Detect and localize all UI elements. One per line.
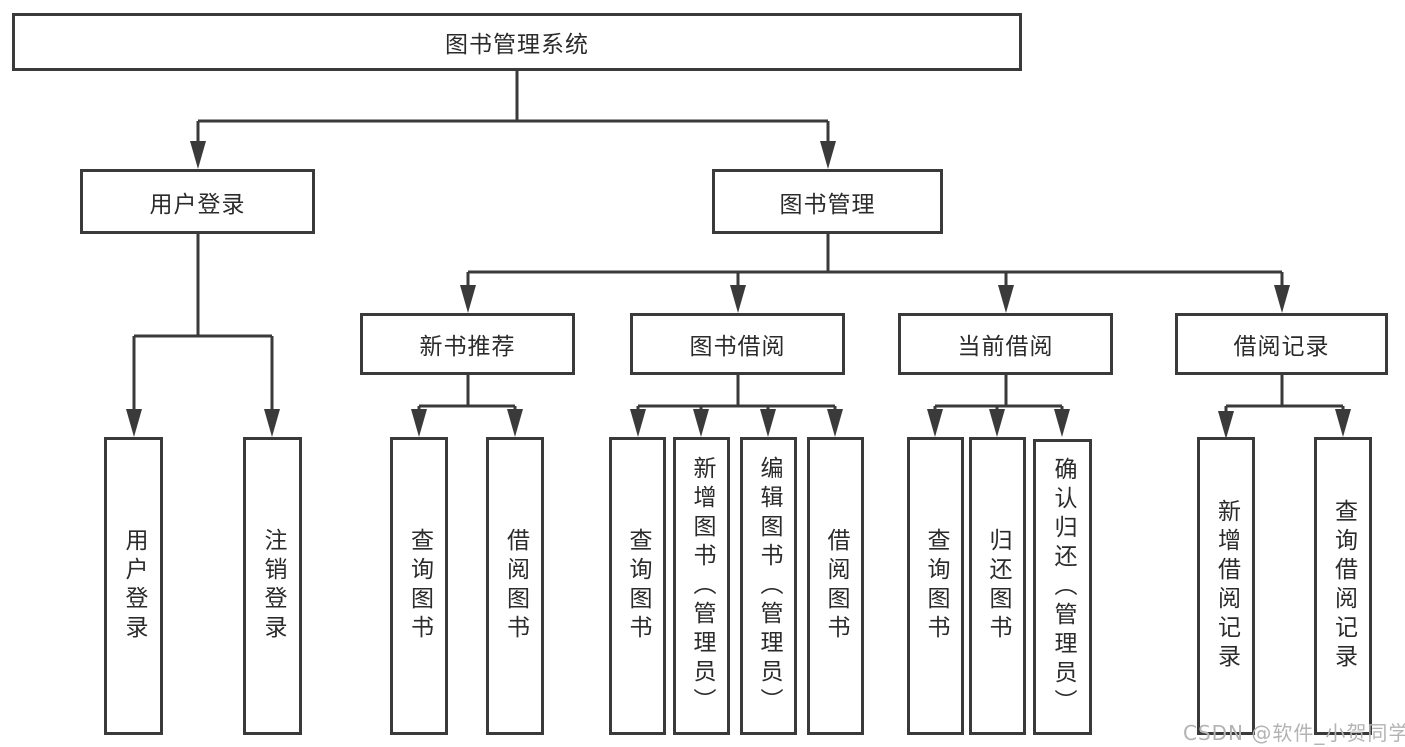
node-user-login: 用户登录 (80, 169, 315, 234)
watermark: CSDN @软件_小贺同学 (1183, 721, 1405, 745)
leaf-borrowing-borrow-book-label: 借阅图书 (823, 528, 849, 644)
node-current-borrowing-label: 当前借阅 (957, 334, 1054, 360)
leaf-return-book-label: 归还图书 (985, 528, 1011, 644)
leaf-recommend-query-books: 查询图书 (390, 437, 448, 735)
leaf-edit-book-admin-label: 编辑图书（管理员） (756, 455, 782, 717)
node-new-book-recommend: 新书推荐 (360, 313, 575, 375)
leaf-recommend-borrow-book: 借阅图书 (486, 437, 544, 735)
node-book-management-label: 图书管理 (779, 191, 876, 218)
leaf-add-borrow-record-label: 新增借阅记录 (1213, 499, 1240, 673)
leaf-confirm-return-admin: 确认归还（管理员） (1033, 439, 1092, 735)
node-library-system: 图书管理系统 (12, 13, 1022, 71)
node-book-borrowing: 图书借阅 (630, 313, 845, 375)
leaf-recommend-borrow-book-label: 借阅图书 (502, 528, 529, 644)
leaf-confirm-return-admin-label: 确认归还（管理员） (1050, 456, 1076, 718)
leaf-borrowing-query-books: 查询图书 (609, 437, 666, 735)
leaf-query-borrow-record: 查询借阅记录 (1314, 437, 1372, 735)
leaf-user-login: 用户登录 (104, 437, 163, 735)
node-book-borrowing-label: 图书借阅 (689, 334, 786, 360)
leaf-add-book-admin: 新增图书（管理员） (673, 437, 730, 735)
leaf-recommend-query-books-label: 查询图书 (406, 528, 433, 644)
leaf-return-book: 归还图书 (969, 437, 1026, 735)
leaf-current-query-books-label: 查询图书 (923, 528, 949, 644)
node-book-management: 图书管理 (712, 169, 943, 234)
leaf-user-login-label: 用户登录 (121, 528, 147, 644)
leaf-edit-book-admin: 编辑图书（管理员） (740, 437, 797, 735)
leaf-borrowing-query-books-label: 查询图书 (625, 528, 651, 644)
node-library-system-label: 图书管理系统 (445, 32, 589, 58)
leaf-add-borrow-record: 新增借阅记录 (1197, 437, 1255, 735)
leaf-logout-label: 注销登录 (260, 528, 286, 644)
leaf-borrowing-borrow-book: 借阅图书 (807, 437, 864, 735)
node-user-login-label: 用户登录 (149, 191, 246, 218)
node-current-borrowing: 当前借阅 (898, 313, 1113, 375)
node-new-book-recommend-label: 新书推荐 (419, 334, 516, 360)
node-borrowing-records: 借阅记录 (1175, 313, 1388, 375)
leaf-logout: 注销登录 (243, 437, 302, 735)
leaf-query-borrow-record-label: 查询借阅记录 (1330, 499, 1357, 673)
node-borrowing-records-label: 借阅记录 (1233, 334, 1330, 360)
leaf-add-book-admin-label: 新增图书（管理员） (689, 455, 715, 717)
leaf-current-query-books: 查询图书 (907, 437, 964, 735)
